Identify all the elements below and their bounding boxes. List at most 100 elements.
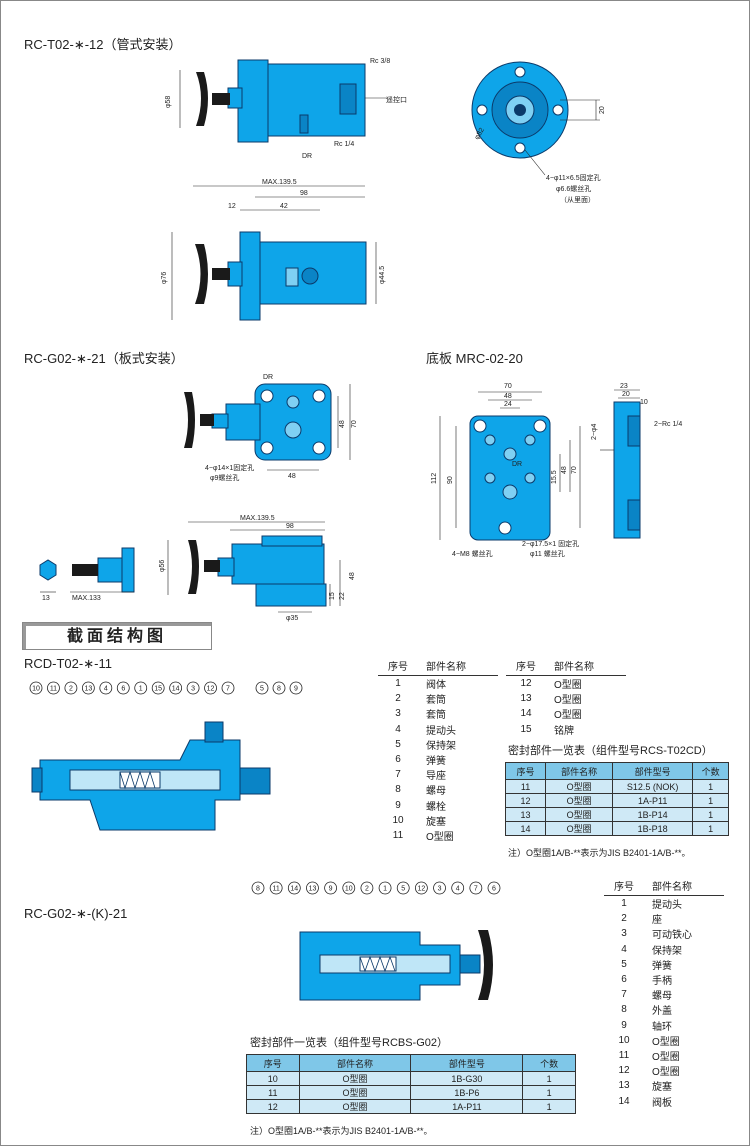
table-cell: 1 [692,821,729,836]
plate-mount-side-view [167,521,341,613]
part-name: 保持架 [652,945,682,957]
callout-circle [487,881,501,895]
part-number: 12 [520,678,532,690]
dim-holes2: φ6.6螺丝孔 [556,184,591,193]
table-cell: 1 [692,807,729,822]
callout-number: 3 [438,886,442,893]
callout-circle [251,881,265,895]
table-cell: O型圈 [545,779,614,794]
callout-circle [360,881,374,895]
callout-number: 7 [226,686,230,693]
callout-number: 3 [191,686,195,693]
base-dim-24: 24 [504,401,512,408]
seal-table-1-note: 注）O型圈1A/B-**表示为JIS B2401-1A/B-**。 [508,848,691,858]
base-dim-rc: 2−Rc 1/4 [654,421,682,428]
part-number: 12 [618,1065,630,1077]
table-cell: O型圈 [545,821,614,836]
seal-table-2-title: 密封部件一览表（组件型号RCBS-G02） [250,1037,449,1049]
callout-circle [469,881,483,895]
part-name: 旋塞 [426,816,446,828]
callout-number: 9 [329,886,333,893]
table-cell: S12.5 (NOK) [612,779,694,794]
part-name: 手柄 [652,976,672,988]
part-name: 阀板 [652,1097,672,1109]
part-name: 提动头 [426,725,456,737]
table-cell: 1B-P18 [612,821,694,836]
table-header-cell: 序号 [504,762,547,780]
table-cell: 1 [522,1099,576,1114]
table-header-cell: 部件名称 [298,1054,412,1072]
callout-circle [169,681,183,695]
part-name: 导座 [426,771,446,783]
table-header-cell: 个数 [522,1054,576,1072]
parts-row: 5 保持架 [378,737,498,752]
table-cell: O型圈 [545,807,614,822]
callout-number: 13 [84,686,92,693]
callout-number: 8 [256,886,260,893]
part-name: 座 [652,915,662,927]
part-number: 3 [621,928,627,940]
callout-number: 2 [69,686,73,693]
table-cell: 1 [692,779,729,794]
rcd-title: RCD-T02-∗-11 [24,656,112,671]
callout-circle [186,681,200,695]
plate-dim-48: 48 [339,420,346,428]
base-plate-title: 底板 MRC-02-20 [426,351,523,366]
callout-circle [324,881,338,895]
part-number: 5 [395,738,401,750]
table-cell: 11 [504,779,547,794]
tube-mount-title: RC-T02-∗-12（管式安装） [24,37,182,52]
part-number: 8 [395,784,401,796]
table-cell: 12 [504,793,547,808]
callout-number: 14 [172,686,180,693]
table-cell: 13 [504,807,547,822]
callout-circle [221,681,235,695]
part-name: 保持架 [426,740,456,752]
plate-dim-holes2: φ9螺丝孔 [210,473,239,482]
seal-table-2-note: 注）O型圈1A/B-**表示为JIS B2401-1A/B-**。 [250,1126,433,1136]
base-dim-phi4: 2−φ4 [591,423,598,440]
callout-circle [272,681,286,695]
table-cell: 1B-P6 [410,1085,524,1100]
part-number: 2 [621,913,627,925]
callout-number: 6 [121,686,125,693]
part-number: 4 [395,723,401,735]
part-number: 11 [618,1049,630,1061]
part-number: 3 [395,708,401,720]
callout-number: 4 [104,686,108,693]
callout-number: 1 [139,686,143,693]
base-dim-10: 10 [640,399,648,406]
callout-number: 11 [50,686,57,693]
part-name: O型圈 [426,831,454,843]
dim-rc14: Rc 1/4 [334,141,354,148]
table-cell: O型圈 [298,1071,412,1086]
tube-mount-side-view [179,59,388,143]
table-header-cell: 部件名称 [545,762,614,780]
base-dim-48b: 48 [561,466,568,474]
callout-number: 4 [456,886,460,893]
callout-circle [342,881,356,895]
parts-row: 12 O型圈 [604,1063,724,1078]
part-name: O型圈 [652,1067,680,1079]
plate-dim-dr: DR [263,374,273,381]
